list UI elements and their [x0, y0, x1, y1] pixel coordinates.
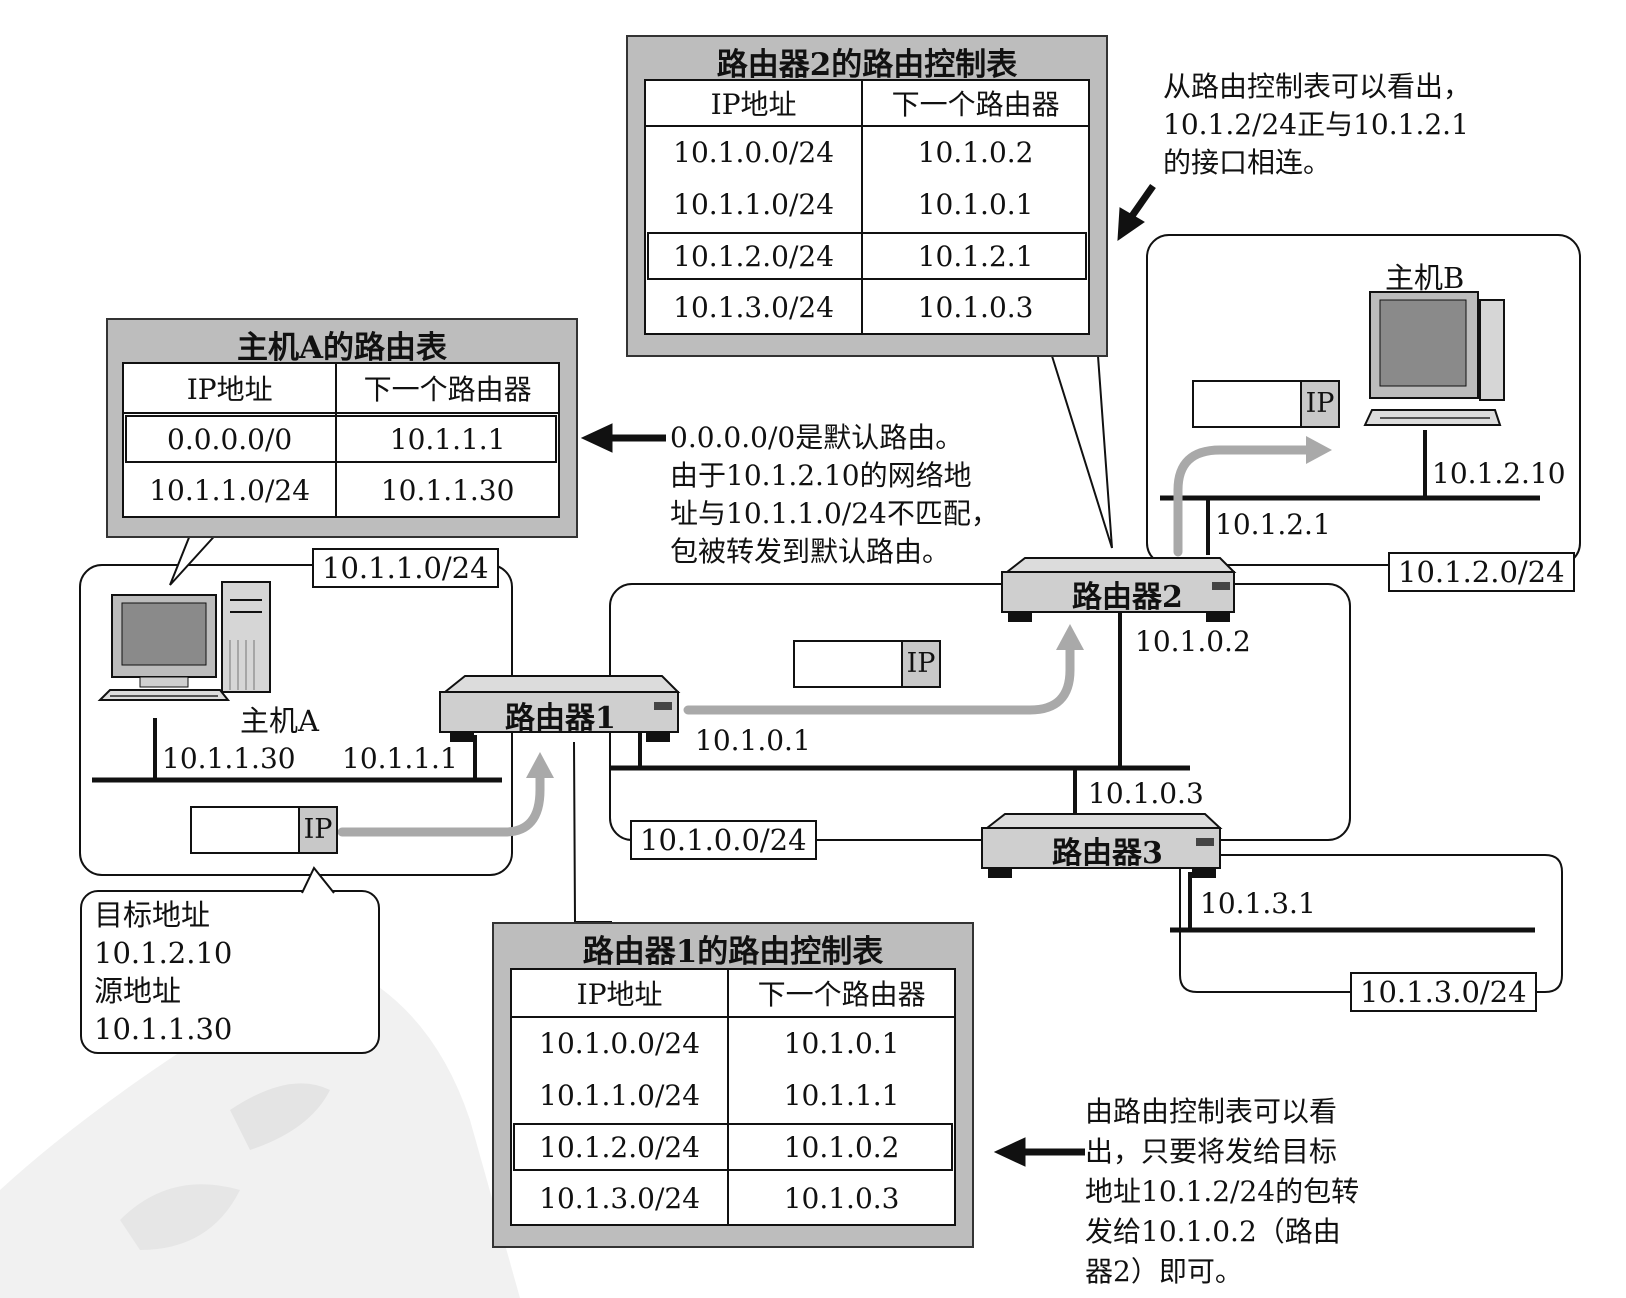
table-row: 10.1.0.0/24 10.1.0.2 — [645, 126, 1089, 178]
network-b-label: 10.1.2.0/24 — [1388, 552, 1575, 592]
col-ip-header: IP地址 — [511, 969, 730, 1018]
table-row: 10.1.1.0/24 10.1.1.30 — [123, 465, 559, 517]
router1-note: 由路由控制表可以看 出，只要将发给目标 地址10.1.2/24的包转 发给10.… — [1085, 1095, 1360, 1288]
router-1-shape — [439, 675, 681, 742]
router2-core-address: 10.1.0.2 — [1135, 625, 1251, 658]
cell-ip: 10.1.0.0/24 — [511, 1017, 730, 1069]
router1-core-address: 10.1.0.1 — [695, 724, 811, 757]
table-row: 10.1.1.0/24 10.1.1.1 — [511, 1069, 955, 1121]
cell-next: 10.1.0.2 — [917, 136, 1034, 169]
router3-lan-address: 10.1.3.1 — [1200, 887, 1316, 920]
router-3-label: 路由器3 — [1052, 836, 1163, 871]
col-ip-header: IP地址 — [123, 363, 338, 414]
cell-next: 10.1.0.2 — [783, 1130, 900, 1164]
router2-table-title: 路由器2的路由控制表 — [716, 47, 1018, 83]
table-row-highlighted: 0.0.0.0/0 10.1.1.1 — [123, 413, 559, 465]
table-row-highlighted: 10.1.2.0/24 10.1.0.2 — [511, 1121, 955, 1173]
network-b-boundary — [1146, 234, 1581, 566]
dest-label: 目标地址 — [94, 898, 211, 932]
host-a-table-panel: 主机A的路由表 IP地址 下一个路由器 0.0.0.0/0 10.1.1.1 1… — [106, 318, 578, 538]
cell-ip: 10.1.1.0/24 — [511, 1069, 730, 1121]
table-row: 10.1.0.0/24 10.1.0.1 — [511, 1017, 955, 1069]
router1-routing-table: IP地址 下一个路由器 10.1.0.0/24 10.1.0.1 10.1.1.… — [510, 968, 956, 1226]
router1-table-panel: 路由器1的路由控制表 IP地址 下一个路由器 10.1.0.0/24 10.1.… — [492, 922, 974, 1248]
packet-flow-arrows — [337, 445, 1315, 837]
dest-value: 10.1.2.10 — [94, 936, 233, 970]
col-next-header: 下一个路由器 — [862, 80, 1089, 127]
network-core-label: 10.1.0.0/24 — [630, 820, 817, 860]
cell-next: 10.1.0.3 — [917, 291, 1034, 324]
router2-note: 从路由控制表可以看出， 10.1.2/24正与10.1.2.1 的接口相连。 — [1163, 70, 1472, 179]
cell-ip: 10.1.1.0/24 — [645, 178, 864, 230]
router-2-shape — [1001, 557, 1237, 622]
packet-info-bubble: 目标地址 10.1.2.10 源地址 10.1.1.30 — [80, 890, 380, 1054]
cell-ip: 10.1.3.0/24 — [645, 282, 864, 334]
col-ip-header: IP地址 — [645, 80, 864, 127]
network-a-label: 10.1.1.0/24 — [312, 548, 499, 588]
cell-ip: 10.1.2.0/24 — [511, 1121, 730, 1173]
cell-ip: 10.1.0.0/24 — [645, 126, 864, 178]
cell-next: 10.1.1.1 — [783, 1078, 900, 1112]
cell-next: 10.1.2.1 — [917, 239, 1034, 273]
host-a-computer — [97, 581, 271, 701]
router2-lan-address: 10.1.2.1 — [1215, 508, 1331, 541]
bubble-tail — [301, 866, 335, 894]
host-a-routing-table: IP地址 下一个路由器 0.0.0.0/0 10.1.1.1 10.1.1.0/… — [122, 362, 560, 518]
table-row-highlighted: 10.1.2.0/24 10.1.2.1 — [645, 230, 1089, 282]
router1-lan-address: 10.1.1.1 — [342, 742, 458, 775]
network-c-boundary — [1179, 854, 1563, 993]
router1-table-title: 路由器1的路由控制表 — [582, 934, 884, 970]
router-2-label: 路由器2 — [1072, 580, 1183, 615]
table-row: 10.1.1.0/24 10.1.0.1 — [645, 178, 1089, 230]
host-a-address: 10.1.1.30 — [162, 742, 296, 775]
col-next-header: 下一个路由器 — [728, 969, 955, 1018]
host-a-label: 主机A — [240, 704, 319, 738]
network-c-label: 10.1.3.0/24 — [1350, 972, 1537, 1012]
cell-next: 10.1.1.1 — [389, 423, 506, 456]
host-a-table-title: 主机A的路由表 — [236, 330, 448, 366]
pointer-arrows — [580, 183, 1156, 1167]
table-row: 10.1.3.0/24 10.1.0.3 — [511, 1173, 955, 1225]
default-route-note: 0.0.0.0/0是默认路由。 由于10.1.2.10的网络地 址与10.1.1… — [670, 421, 999, 568]
host-b-computer — [1363, 291, 1505, 426]
router2-routing-table: IP地址 下一个路由器 10.1.0.0/24 10.1.0.2 10.1.1.… — [644, 79, 1090, 335]
host-b-label: 主机B — [1385, 261, 1465, 295]
src-value: 10.1.1.30 — [94, 1012, 233, 1046]
router-1-label: 路由器1 — [505, 701, 616, 736]
cell-ip: 10.1.1.0/24 — [123, 465, 338, 517]
table-row: 10.1.3.0/24 10.1.0.3 — [645, 282, 1089, 334]
col-next-header: 下一个路由器 — [336, 363, 559, 414]
router-3-shape — [981, 813, 1223, 878]
ip-packet: IP — [190, 806, 338, 854]
host-b-address: 10.1.2.10 — [1432, 457, 1566, 490]
ip-tag: IP — [901, 642, 939, 686]
cell-next: 10.1.0.3 — [783, 1182, 900, 1215]
ip-tag: IP — [298, 808, 336, 852]
ip-tag: IP — [1300, 382, 1338, 426]
ip-packet: IP — [1192, 380, 1340, 428]
cell-ip: 10.1.3.0/24 — [511, 1173, 730, 1225]
cell-next: 10.1.0.1 — [783, 1027, 900, 1060]
cell-next: 10.1.0.1 — [917, 187, 1034, 221]
cell-ip: 0.0.0.0/0 — [123, 413, 338, 465]
ip-packet: IP — [793, 640, 941, 688]
src-label: 源地址 — [94, 974, 182, 1008]
router2-table-panel: 路由器2的路由控制表 IP地址 下一个路由器 10.1.0.0/24 10.1.… — [626, 35, 1108, 357]
cell-next: 10.1.1.30 — [380, 474, 515, 507]
cell-ip: 10.1.2.0/24 — [645, 230, 864, 282]
router3-core-address: 10.1.0.3 — [1088, 777, 1204, 810]
